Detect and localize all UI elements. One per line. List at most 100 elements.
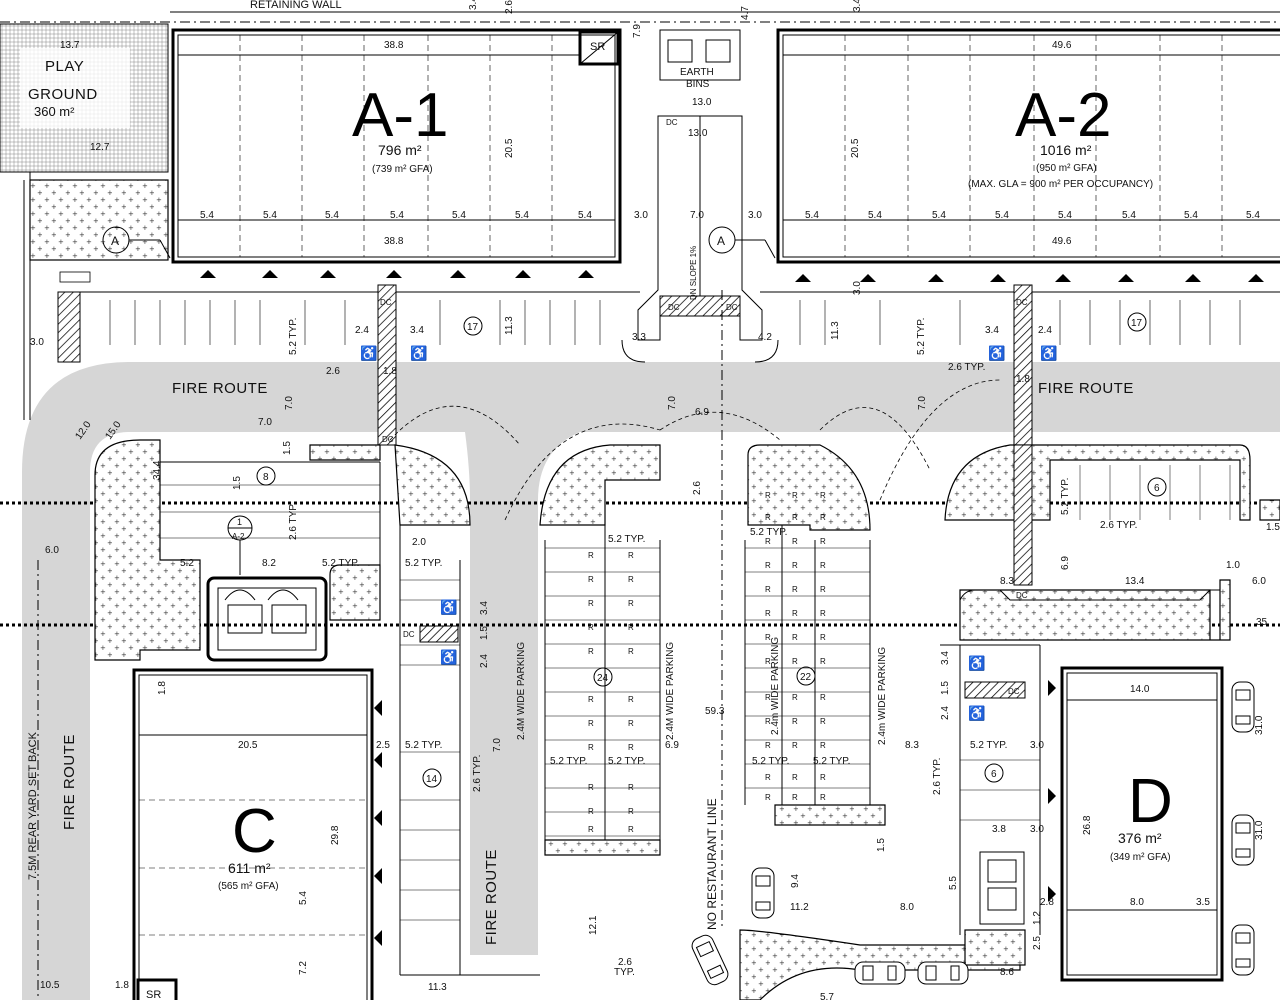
dim-3-4: 3.4	[940, 651, 951, 665]
reserved-stall-mark: R	[588, 695, 594, 704]
dim-5-2-typ: 5.2 TYP.	[750, 527, 787, 538]
a2-name: A-2	[1015, 81, 1111, 150]
earth-bins-label-2: BINS	[686, 79, 710, 90]
dc-label: DC	[382, 435, 394, 444]
c-width: 20.5	[238, 740, 258, 751]
dim-5-4: 5.4	[298, 891, 309, 905]
dim-1-5: 1.5	[876, 838, 887, 852]
d-name: D	[1128, 767, 1173, 836]
reserved-stall-mark: R	[792, 513, 798, 522]
dim-1-5: 1.5	[232, 476, 243, 490]
reserved-stall-mark: R	[588, 719, 594, 728]
dim-5-2-typ: 5.2 TYP.	[608, 534, 645, 545]
dim-2-4: 2.4	[355, 325, 369, 336]
turning-arcs	[389, 379, 1001, 521]
dim-5-2-typ: 5.2 TYP.	[550, 756, 587, 767]
dim-1-0: 1.0	[1226, 560, 1240, 571]
dim-12-1: 12.1	[588, 915, 599, 935]
typ-label: TYP.	[614, 967, 635, 978]
playground: PLAY GROUND 360 m² 13.7 12.7	[0, 23, 169, 261]
fire-route-band	[22, 362, 1280, 1000]
reserved-stall-mark: R	[588, 599, 594, 608]
dim-7-2: 7.2	[298, 961, 309, 975]
reserved-stall-mark: R	[820, 609, 826, 618]
dim-31-0: 31.0	[1254, 820, 1265, 840]
dim-7-0: 7.0	[690, 210, 704, 221]
accessible-icon: ♿	[440, 649, 457, 666]
dim-5-2: 5.2	[180, 558, 194, 569]
wide-parking-label-2: 2.4M WIDE PARKING	[665, 642, 676, 740]
dim-31-0: 31.0	[1254, 715, 1265, 735]
slope-note: DN SLOPE 1%	[689, 246, 698, 300]
dim-3-0: 3.0	[1030, 824, 1044, 835]
dim-13-0: 13.0	[688, 128, 708, 139]
reserved-stall-mark: R	[820, 693, 826, 702]
accessible-icon: ♿	[360, 345, 377, 362]
dim-7-9: 7.9	[632, 24, 643, 38]
a1-area: 796 m²	[378, 142, 422, 158]
reserved-stall-mark: R	[765, 491, 771, 500]
dim-3-8: 3.8	[992, 824, 1006, 835]
dim-2-6-typ: 2.6 TYP.	[1100, 520, 1137, 531]
top-parking-row: 3.0 DC DC DC ♿ ♿ ♿ ♿ 2.4 3.4	[30, 271, 1280, 446]
dim-2-6-typ: 2.6 TYP.	[288, 503, 299, 540]
dim-6-9: 6.9	[695, 407, 709, 418]
dim-1-5: 1.5	[282, 441, 293, 455]
dim-1-8: 1.8	[1016, 374, 1030, 385]
wide-parking-label-4: 2.4m WIDE PARKING	[877, 647, 888, 745]
reserved-stall-mark: R	[820, 585, 826, 594]
dim-3-4: 3.4	[852, 0, 863, 12]
no-restaurant-line-label: NO RESTAURANT LINE	[705, 798, 719, 930]
dim-5-4: 5.4	[390, 210, 404, 221]
reserved-stall-mark: R	[765, 657, 771, 666]
dim-7-0: 7.0	[917, 396, 928, 410]
c-area: 611 m²	[228, 860, 271, 876]
dim-3-0: 3.0	[634, 210, 648, 221]
dim-6-0: 6.0	[1252, 576, 1266, 587]
reserved-stall-mark: R	[820, 633, 826, 642]
dim-5-2-typ: 5.2 TYP.	[1060, 478, 1071, 515]
stall-count-6b: 6	[991, 769, 997, 780]
dim-8-0: 8.0	[900, 902, 914, 913]
reserved-stall-mark: R	[765, 561, 771, 570]
middle-parking: RRRRRRRRRRRRRRRRRRRRRRRRRRRRRRRRRRRRRRRR…	[516, 290, 888, 930]
dim-2-8: 2.8	[1040, 897, 1054, 908]
stall-count-24: 24	[597, 673, 609, 684]
dim-5-4: 5.4	[1058, 210, 1072, 221]
reserved-stall-mark: R	[820, 491, 826, 500]
reserved-stall-mark: R	[765, 717, 771, 726]
dim-2-6: 2.6	[326, 366, 340, 377]
dim-11-3: 11.3	[428, 982, 447, 993]
a2-depth: 20.5	[850, 138, 861, 158]
dim-3-0: 3.0	[30, 337, 44, 348]
stall-count-a2: 17	[1131, 318, 1143, 329]
reserved-stall-mark: R	[820, 561, 826, 570]
dim-5-2-typ: 5.2 TYP.	[608, 756, 645, 767]
car-icon	[1231, 814, 1255, 866]
dim-34-4: 34.4	[152, 460, 163, 480]
accessible-icon: ♿	[968, 705, 985, 722]
dim-1-8: 1.8	[157, 681, 168, 695]
dim-2-5: 2.5	[376, 740, 390, 751]
dim-1-5: 1.5	[479, 626, 490, 640]
reserved-stall-mark: R	[765, 537, 771, 546]
dim-5-7: 5.7	[820, 992, 834, 1000]
dim-8-3: 8.3	[905, 740, 919, 751]
playground-label-1: PLAY	[45, 58, 84, 75]
dc-label: DC	[1008, 687, 1020, 696]
dc-label: DC	[380, 298, 392, 307]
dim-13-7: 13.7	[60, 40, 80, 51]
dim-1-5: 1.5	[940, 681, 951, 695]
dim-5-4: 5.4	[1122, 210, 1136, 221]
dim-1-2: 1.2	[1032, 911, 1043, 925]
c-sr-label: SR	[146, 989, 161, 1000]
dim-7-0: 7.0	[667, 396, 678, 410]
dim-2-4: 2.4	[1038, 325, 1052, 336]
dim-3-3: 3.3	[632, 332, 646, 343]
reserved-stall-mark: R	[792, 657, 798, 666]
reserved-stall-mark: R	[820, 537, 826, 546]
dc-label: DC	[726, 303, 738, 312]
wide-parking-label-3: 2.4m WIDE PARKING	[770, 637, 781, 735]
dim-10-5: 10.5	[40, 980, 60, 991]
building-c: C 611 m² (565 m² GFA) 20.5 29.8 1.8 5.4 …	[40, 668, 382, 1000]
